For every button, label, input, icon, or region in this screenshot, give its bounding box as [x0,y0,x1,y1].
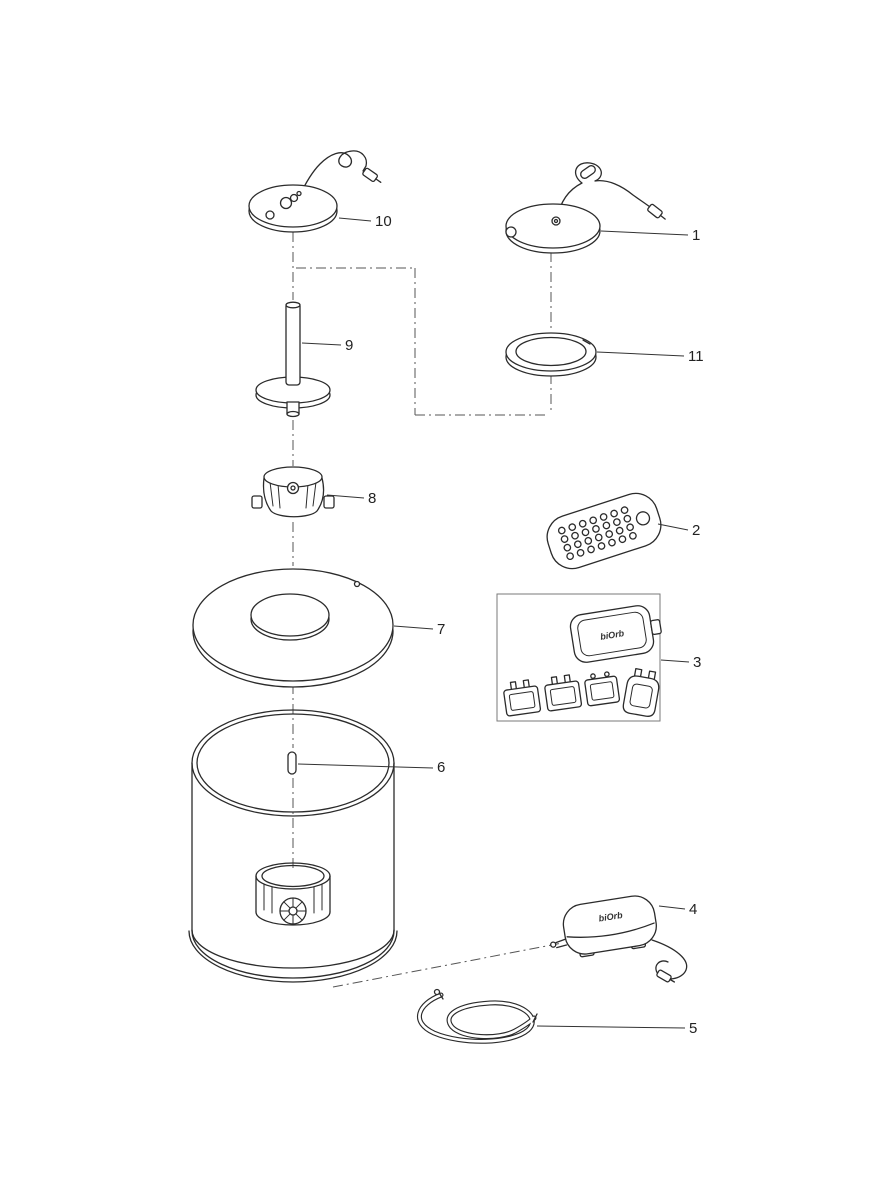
part-label-9: 9 [345,337,353,354]
part-8-impeller-cap [251,466,335,518]
assembly-axis-lines [292,232,563,988]
remote-buttons [557,506,651,561]
filter-basket [255,862,331,926]
connector-axis-line [296,267,548,416]
leader-line-4 [658,905,686,910]
plug-adapter-us-icon [544,674,583,712]
part-1-lid-assembly [505,162,666,254]
plug-adapter-eu-icon [503,679,542,717]
leader-line-8 [326,494,365,499]
part-7-top-disc [192,568,394,688]
tank-base-ring [188,930,398,983]
brand-label: biOrb [598,910,624,924]
part-label-3: 3 [693,654,701,671]
leader-line-5 [536,1025,686,1029]
pump-cable [651,939,688,980]
part-3-power-supply-set: biOrb [496,593,662,722]
part-label-6: 6 [437,759,445,776]
leader-line-6 [297,763,434,769]
pump-tube-axis-line [332,942,563,988]
part-label-10: 10 [375,213,392,230]
bubbles-logo-icon [279,190,302,210]
part-labels: 10 1 11 9 8 7 2 3 6 4 5 [297,213,704,1037]
plug-adapter-round-icon [584,671,621,707]
power-adapter: biOrb [569,605,662,663]
power-plug-icon [647,203,666,220]
part-label-11: 11 [688,348,704,365]
leader-line-1 [600,230,689,236]
power-cable [556,162,651,220]
tank-cylinder [188,709,398,983]
part-label-1: 1 [692,227,700,244]
part-10-lid-assembly [248,150,382,233]
part-4-air-pump: biOrb [550,895,688,983]
plug-adapter-uk-icon [622,668,660,717]
part-2-remote-control [546,492,662,570]
part-9-bubble-tube [255,301,331,418]
leader-line-2 [657,523,689,531]
power-cable [298,150,368,198]
leader-line-11 [596,351,685,357]
part-label-5: 5 [689,1020,697,1037]
part-label-2: 2 [692,522,700,539]
part-label-8: 8 [368,490,376,507]
inline-switch-icon [580,165,596,179]
part-5-air-tube [416,988,538,1044]
part-6-locating-peg [287,751,297,775]
part-label-7: 7 [437,621,445,638]
leader-line-9 [301,342,342,346]
leader-line-10 [338,217,372,222]
part-label-4: 4 [689,901,697,918]
part-11-trim-ring [505,332,597,377]
leader-line-3 [660,659,690,663]
leader-line-7 [393,625,434,630]
brand-label: biOrb [600,628,626,642]
power-plug-icon [362,167,382,183]
pump-plug-icon [656,969,676,983]
